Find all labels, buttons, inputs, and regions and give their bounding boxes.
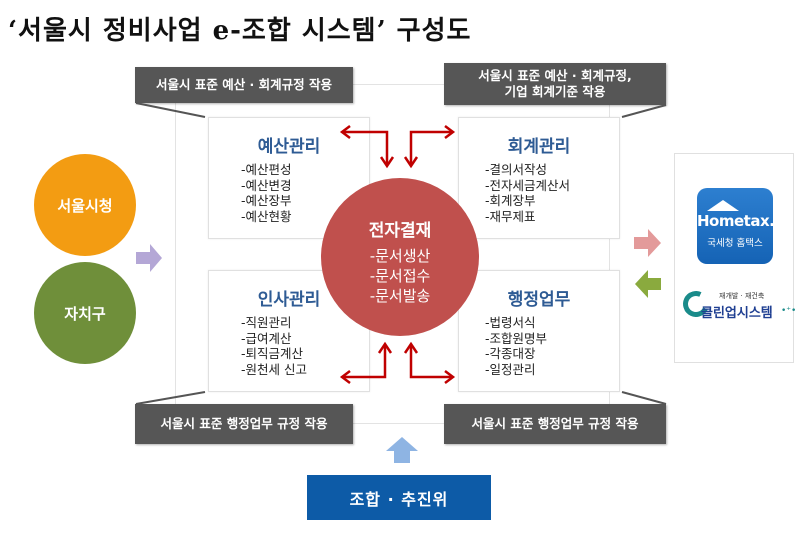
- source-district: 자치구: [34, 262, 136, 364]
- cleanup-system-logo: 재개발 · 재건축 클린업시스템 •⁺•: [679, 287, 796, 323]
- callout-text: 서울시 표준 예산 · 회계규정 작용: [155, 77, 332, 92]
- hometax-logo: Hometax. 국세청 홈택스: [697, 188, 775, 264]
- module-item: -직원관리: [241, 315, 292, 330]
- module-item: -법령서식: [485, 315, 536, 330]
- module-title: 인사관리: [257, 290, 321, 310]
- callout-text: 서울시 표준 행정업무 규정 작용: [471, 416, 639, 431]
- module-admin: 행정업무 -법령서식 -조합원명부 -각종대장 -일정관리: [458, 270, 620, 392]
- module-item: -예산장부: [241, 193, 292, 208]
- module-item: -회계장부: [485, 193, 536, 208]
- callout-top-left: 서울시 표준 예산 · 회계규정 작용: [135, 67, 353, 103]
- source-seoul-city: 서울시청: [34, 154, 136, 256]
- external-systems-panel: Hometax. 국세청 홈택스 재개발 · 재건축 클린업시스템 •⁺•: [674, 153, 796, 363]
- callout-top-right: 서울시 표준 예산 · 회계규정, 기업 회계기준 작용: [444, 63, 666, 105]
- hometax-brand: Hometax.: [697, 212, 775, 230]
- cleanup-small-text: 재개발 · 재건축: [719, 292, 765, 300]
- module-item: -전자세금계산서: [485, 177, 571, 193]
- arrow-left-green-icon: [635, 270, 661, 298]
- arrow-right-purple-icon: [136, 244, 162, 272]
- module-title: 행정업무: [507, 290, 571, 310]
- module-item: -급여계산: [241, 330, 292, 346]
- callout-bottom-left: 서울시 표준 행정업무 규정 작용: [135, 404, 353, 444]
- dots-icon: •⁺•: [781, 306, 797, 316]
- module-item: -원천세 신고: [241, 361, 307, 377]
- module-item: -퇴직금계산: [241, 346, 304, 361]
- module-item: -재무제표: [485, 208, 536, 224]
- callout-text: 서울시 표준 예산 · 회계규정,: [478, 68, 632, 83]
- callout-text: 기업 회계기준 작용: [504, 84, 606, 99]
- callout-bottom-right: 서울시 표준 행정업무 규정 작용: [444, 404, 666, 444]
- system-frame: [175, 84, 610, 424]
- module-item: -각종대장: [485, 346, 536, 361]
- source-label: 서울시청: [57, 196, 113, 215]
- module-accounting: 회계관리 -결의서작성 -전자세금계산서 -회계장부 -재무제표: [458, 117, 620, 239]
- source-label: 자치구: [64, 304, 106, 323]
- union-committee-box: 조합 · 추진위: [307, 475, 491, 520]
- module-item: -예산편성: [241, 162, 292, 177]
- house-roof-icon: [707, 200, 739, 211]
- union-label: 조합 · 추진위: [349, 489, 449, 509]
- module-item: -결의서작성: [485, 162, 548, 177]
- hub-item: -문서발송: [369, 287, 431, 305]
- module-item: -조합원명부: [485, 330, 548, 346]
- callout-text: 서울시 표준 행정업무 규정 작용: [160, 416, 328, 431]
- cleanup-big-text: 클린업시스템: [701, 306, 773, 321]
- arrow-right-pink-icon: [634, 229, 661, 257]
- module-item: -예산변경: [241, 177, 292, 193]
- module-item: -일정관리: [485, 361, 536, 377]
- hub-item: -문서생산: [369, 247, 431, 265]
- arrow-up-blue-icon: [386, 437, 418, 463]
- hub-electronic-approval: 전자결재 -문서생산 -문서접수 -문서발송: [321, 178, 479, 336]
- hub-item: -문서접수: [369, 267, 431, 285]
- hometax-sub: 국세청 홈택스: [707, 238, 763, 249]
- module-item: -예산현황: [241, 208, 292, 224]
- page-title: ‘서울시 정비사업 e-조합 시스템’ 구성도: [8, 16, 472, 46]
- module-title: 회계관리: [507, 137, 571, 157]
- module-title: 예산관리: [257, 137, 321, 157]
- hub-title: 전자결재: [368, 221, 432, 241]
